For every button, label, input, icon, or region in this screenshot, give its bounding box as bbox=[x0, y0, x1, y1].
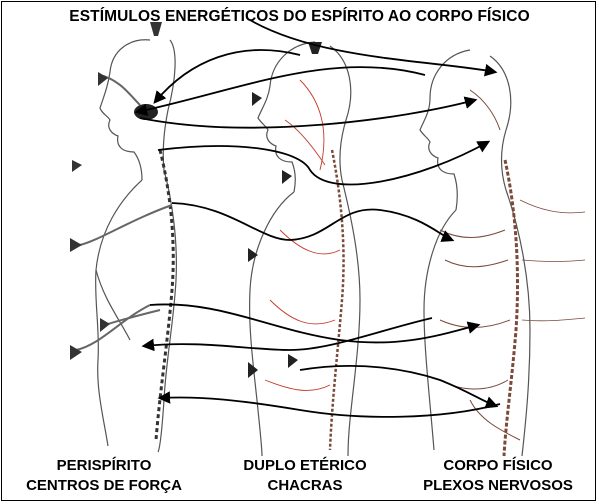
perispirit-figure bbox=[76, 40, 176, 452]
chakra-plexus bbox=[288, 354, 298, 368]
caption-physical-subtitle: PLEXOS NERVOSOS bbox=[398, 476, 598, 496]
force-center-crown bbox=[150, 22, 162, 36]
arrow-base-to-physical bbox=[300, 366, 496, 406]
caption-etheric-subtitle: CHACRAS bbox=[210, 476, 400, 496]
perispirit-centers bbox=[70, 22, 162, 360]
chakra-heart bbox=[248, 248, 258, 262]
etheric-figure bbox=[250, 42, 360, 456]
etheric-head bbox=[258, 42, 315, 192]
force-center-face bbox=[98, 72, 108, 86]
arrow-heart bbox=[172, 203, 452, 240]
caption-perispirit-title: PERISPÍRITO bbox=[4, 456, 204, 476]
force-center-navel bbox=[70, 345, 82, 360]
force-center-throat bbox=[72, 160, 82, 172]
etheric-spine bbox=[330, 150, 344, 450]
caption-physical: CORPO FÍSICO PLEXOS NERVOSOS bbox=[398, 456, 598, 496]
physical-figure bbox=[420, 50, 585, 456]
caption-etheric-title: DUPLO ETÉRICO bbox=[210, 456, 400, 476]
arrow-physical-to-brow bbox=[137, 67, 425, 112]
chakra-throat bbox=[282, 170, 292, 184]
caption-etheric: DUPLO ETÉRICO CHACRAS bbox=[210, 456, 400, 496]
force-center-heart bbox=[70, 238, 82, 252]
chakra-brow bbox=[252, 92, 262, 106]
arrow-physical-to-navel bbox=[144, 318, 432, 350]
energy-arrows bbox=[137, 20, 500, 417]
physical-head bbox=[420, 50, 470, 210]
arrow-physical-to-base bbox=[160, 398, 500, 417]
caption-physical-title: CORPO FÍSICO bbox=[398, 456, 598, 476]
arrow-throat bbox=[158, 142, 488, 185]
arrow-crown-to-perispirit bbox=[155, 50, 300, 102]
arrow-brow-to-physical bbox=[140, 100, 475, 128]
caption-perispirit-subtitle: CENTROS DE FORÇA bbox=[4, 476, 204, 496]
caption-perispirit: PERISPÍRITO CENTROS DE FORÇA bbox=[4, 456, 204, 496]
force-center-plexus bbox=[100, 318, 110, 332]
arrow-crown-to-physical bbox=[250, 20, 495, 72]
